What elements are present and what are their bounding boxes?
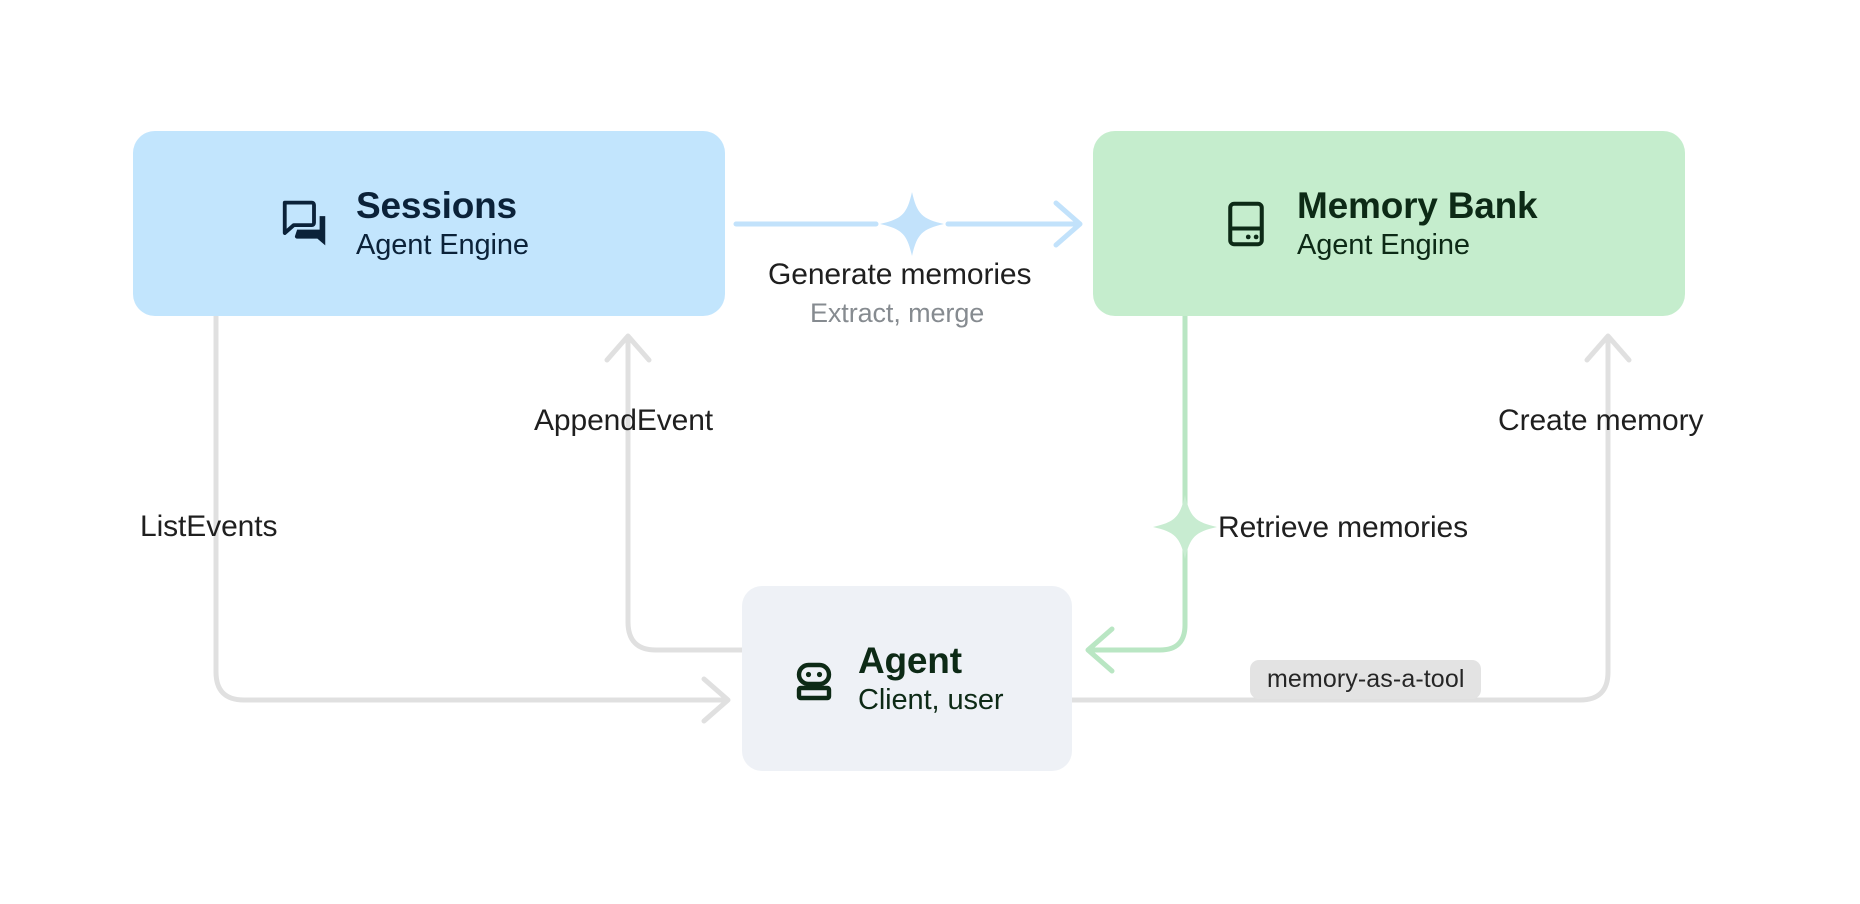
edge-list-events (213, 313, 731, 724)
node-agent[interactable]: Agent Client, user (742, 586, 1072, 771)
node-memory-bank-subtitle: Agent Engine (1297, 229, 1470, 262)
sparkle-icon (1153, 495, 1217, 559)
edge-label-generate-memories: Generate memories (768, 258, 1032, 291)
edge-label-append-event: AppendEvent (534, 404, 714, 437)
storage-bank-icon (1228, 201, 1264, 246)
edge-append-event (604, 333, 745, 653)
edge-label-create-memory: Create memory (1498, 404, 1704, 437)
node-memory-bank-title: Memory Bank (1297, 185, 1538, 227)
node-agent-title: Agent (858, 640, 962, 682)
robot-icon (796, 662, 832, 700)
badge-memory-as-a-tool: memory-as-a-tool (1250, 660, 1482, 699)
node-agent-subtitle: Client, user (858, 684, 1004, 717)
edge-generate-memories (733, 192, 1083, 256)
edge-retrieve-memories (1085, 313, 1217, 674)
node-sessions-subtitle: Agent Engine (356, 229, 529, 262)
node-sessions[interactable]: Sessions Agent Engine (133, 131, 725, 316)
edge-label-list-events: ListEvents (140, 510, 278, 543)
node-memory-bank[interactable]: Memory Bank Agent Engine (1093, 131, 1685, 316)
edge-sublabel-extract-merge: Extract, merge (810, 298, 985, 328)
node-sessions-title: Sessions (356, 185, 517, 227)
edge-label-retrieve-memories: Retrieve memories (1218, 511, 1469, 544)
chat-bubbles-icon (282, 200, 326, 245)
edge-create-memory (1069, 333, 1632, 703)
sparkle-icon (880, 192, 944, 256)
